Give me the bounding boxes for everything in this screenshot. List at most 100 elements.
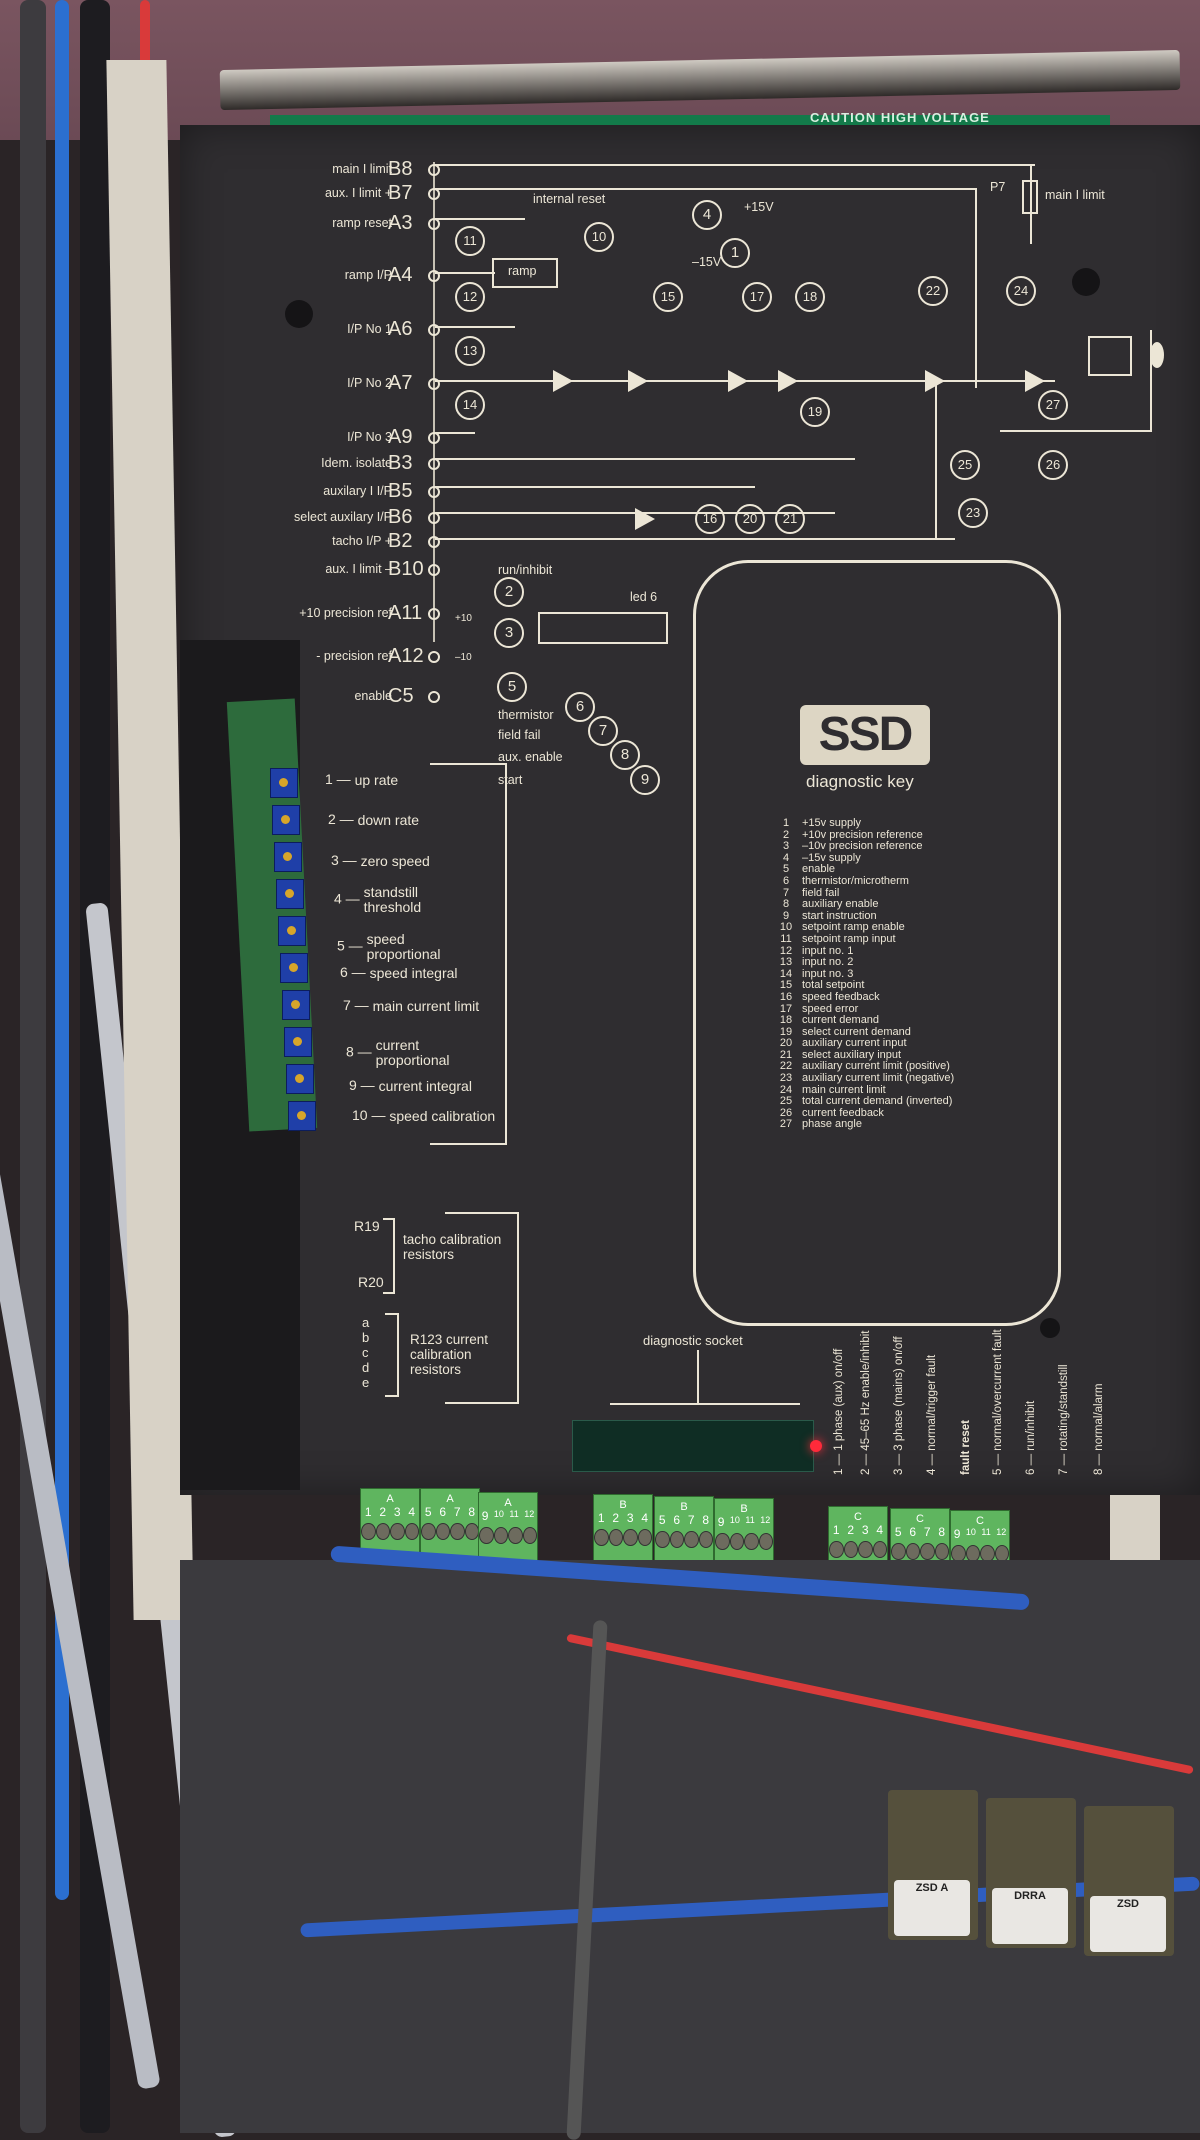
terminal-screw[interactable]: [404, 1523, 419, 1540]
terminal-screw[interactable]: [435, 1523, 450, 1540]
input-terminal-label: ramp reset: [332, 216, 392, 230]
key-text: auxiliary current input: [802, 1037, 907, 1050]
resistor-bracket: [445, 1212, 519, 1404]
terminal-pin-number: 6: [909, 1525, 917, 1539]
key-number: 14: [779, 967, 793, 980]
pot-label: main current limit: [372, 997, 480, 1014]
terminal-pin-number: 9: [717, 1515, 725, 1529]
test-point-1: 1: [720, 238, 750, 268]
wire: [435, 538, 955, 540]
terminal-screw[interactable]: [655, 1531, 670, 1548]
terminal-screw[interactable]: [684, 1531, 699, 1548]
terminal-screw[interactable]: [637, 1529, 652, 1546]
pot-number: 6: [340, 964, 348, 980]
status-led-text: normal/trigger fault: [926, 1354, 938, 1451]
test-point-23: 23: [958, 498, 988, 528]
terminal-screw[interactable]: [508, 1527, 523, 1544]
terminal-screw[interactable]: [479, 1527, 494, 1544]
key-text: total current demand (inverted): [802, 1095, 953, 1108]
terminal-screw[interactable]: [669, 1531, 684, 1548]
key-text: speed feedback: [802, 990, 880, 1003]
trimmer-potentiometer[interactable]: [288, 1101, 316, 1131]
terminal-screw[interactable]: [698, 1531, 713, 1548]
terminal-screw[interactable]: [375, 1523, 390, 1540]
terminal-block-letter: C: [916, 1513, 924, 1525]
terminal-node: [428, 378, 440, 390]
status-led-text: fault reset: [960, 1420, 972, 1475]
key-text: –15v supply: [802, 851, 861, 864]
terminal-screw[interactable]: [421, 1523, 436, 1540]
test-point-4: 4: [692, 200, 722, 230]
test-point-7: 7: [588, 716, 618, 746]
key-text: auxiliary enable: [802, 898, 879, 911]
trimmer-potentiometer[interactable]: [278, 916, 306, 946]
potentiometer-legend-item: 4 — standstill threshold: [334, 885, 474, 915]
key-number: 7: [782, 886, 790, 899]
trimmer-potentiometer[interactable]: [280, 953, 308, 983]
pot-label: current proportional: [375, 1037, 450, 1068]
terminal-screw[interactable]: [450, 1523, 465, 1540]
terminal-screw[interactable]: [829, 1541, 844, 1558]
status-led-text: 1 phase (aux) on/off: [833, 1348, 845, 1451]
test-point-13: 13: [455, 336, 485, 366]
trimmer-potentiometer[interactable]: [270, 768, 298, 798]
test-point-9: 9: [630, 765, 660, 795]
terminal-screw[interactable]: [390, 1523, 405, 1540]
terminal-screw[interactable]: [758, 1533, 773, 1550]
terminal-screw[interactable]: [623, 1529, 638, 1546]
logic-block: [538, 612, 668, 644]
cable: [20, 0, 46, 2133]
trimmer-potentiometer[interactable]: [284, 1027, 312, 1057]
terminal-screw[interactable]: [594, 1529, 609, 1546]
diagnostic-socket[interactable]: [572, 1420, 814, 1472]
test-point-22: 22: [918, 276, 948, 306]
input-terminal-id: A9: [388, 426, 413, 448]
terminal-screw[interactable]: [891, 1543, 906, 1560]
terminal-screw[interactable]: [608, 1529, 623, 1546]
terminal-screws: [594, 1529, 652, 1546]
terminal-screw[interactable]: [872, 1541, 887, 1558]
pot-number: 5: [337, 937, 345, 954]
relay: ZSD A: [888, 1790, 978, 1940]
terminal-screw[interactable]: [729, 1533, 744, 1550]
trimmer-potentiometer[interactable]: [272, 805, 300, 835]
terminal-screw[interactable]: [493, 1527, 508, 1544]
trimmer-potentiometer[interactable]: [282, 990, 310, 1020]
terminal-screws: [715, 1533, 773, 1550]
terminal-screw[interactable]: [464, 1523, 479, 1540]
terminal-screw[interactable]: [522, 1527, 537, 1544]
terminal-pin-number: 2: [847, 1523, 855, 1537]
pot-number: 2: [328, 811, 336, 827]
terminal-screw[interactable]: [905, 1543, 920, 1560]
terminal-screw[interactable]: [920, 1543, 935, 1560]
status-led-number: 7: [1058, 1468, 1070, 1475]
trimmer-potentiometer[interactable]: [276, 879, 304, 909]
terminal-screw[interactable]: [858, 1541, 873, 1558]
key-text: current feedback: [802, 1106, 884, 1119]
status-led-text: 45–65 Hz enable/inhibit: [860, 1330, 872, 1451]
terminal-screw[interactable]: [934, 1543, 949, 1560]
key-number: 19: [779, 1025, 793, 1038]
input-terminal-label: auxilary I I/P: [323, 484, 392, 498]
led6-label: led 6: [630, 590, 658, 604]
pot-number: 8: [346, 1043, 354, 1060]
trimmer-potentiometer[interactable]: [274, 842, 302, 872]
terminal-screw[interactable]: [361, 1523, 376, 1540]
pot-bracket: [430, 763, 507, 1145]
key-text: +15v supply: [802, 817, 862, 829]
terminal-screw[interactable]: [744, 1533, 759, 1550]
terminal-pin-number: 7: [687, 1513, 695, 1527]
pot-number: 9: [349, 1077, 357, 1093]
diagnostic-key-frame: [693, 560, 1061, 1326]
terminal-pin-number: 1: [832, 1523, 840, 1537]
key-text: setpoint ramp enable: [802, 921, 905, 934]
terminal-screw[interactable]: [843, 1541, 858, 1558]
terminal-screw[interactable]: [715, 1533, 730, 1550]
status-led-number: 6: [1025, 1468, 1037, 1475]
trimmer-potentiometer[interactable]: [286, 1064, 314, 1094]
test-point-14: 14: [455, 390, 485, 420]
relay-label: DRRA: [992, 1888, 1068, 1944]
